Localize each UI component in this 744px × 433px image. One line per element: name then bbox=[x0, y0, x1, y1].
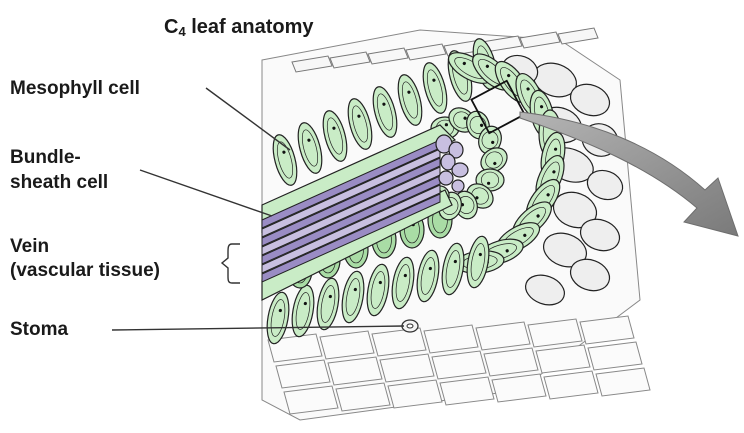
label-bundle-sheath-line1: Bundle- bbox=[10, 147, 81, 169]
label-vein-line2: (vascular tissue) bbox=[10, 260, 160, 282]
label-bundle-sheath-line2: sheath cell bbox=[10, 172, 108, 194]
label-stoma: Stoma bbox=[10, 319, 68, 341]
label-mesophyll-cell: Mesophyll cell bbox=[10, 78, 140, 100]
label-vein-line1: Vein bbox=[10, 236, 49, 258]
diagram-title: C4 leaf anatomy bbox=[164, 16, 314, 43]
epidermis-cell bbox=[544, 371, 598, 399]
epidermis-cell bbox=[588, 342, 642, 370]
vascular-tube-end bbox=[452, 163, 468, 177]
stoma bbox=[402, 320, 418, 332]
title-subscript: 4 bbox=[178, 24, 185, 39]
epidermis-cell bbox=[558, 28, 598, 44]
epidermis-cell bbox=[596, 368, 650, 396]
vascular-tube-end bbox=[452, 180, 464, 192]
vascular-tube-end bbox=[439, 171, 453, 185]
